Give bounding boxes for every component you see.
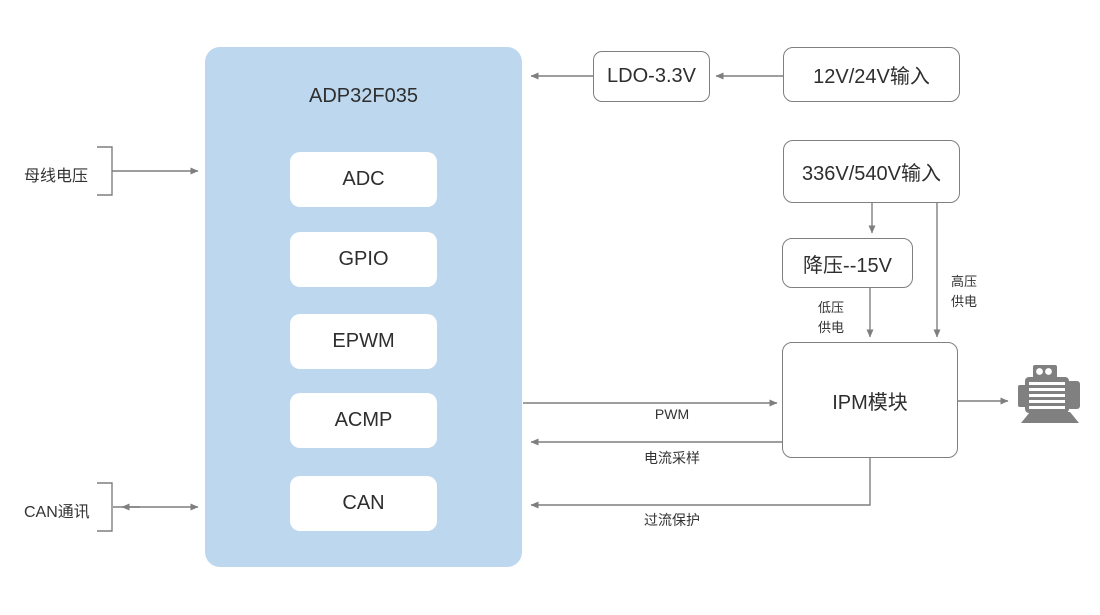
bracket-can-comm	[97, 482, 113, 532]
mcu-title: ADP32F035	[309, 85, 418, 107]
label-current-sampling: 电流采样	[644, 450, 700, 466]
label-bus-voltage: 母线电压	[24, 168, 89, 185]
label-pwm: PWM	[654, 406, 690, 422]
peripheral-label: ADC	[342, 168, 385, 190]
peripheral-label: CAN	[342, 492, 385, 514]
label-lv-supply-line1: 低压	[817, 300, 844, 315]
bracket-bus-voltage	[97, 146, 113, 196]
label-hv-supply: 高压 供电	[934, 272, 994, 312]
node-buck-15v: 降压--15V	[782, 238, 913, 288]
peripheral-can: CAN	[290, 476, 437, 531]
node-label: 12V/24V输入	[813, 66, 930, 88]
peripheral-acmp: ACMP	[290, 393, 437, 448]
node-input-12v-24v: 12V/24V输入	[783, 47, 960, 102]
peripheral-label: GPIO	[338, 248, 389, 270]
peripheral-gpio: GPIO	[290, 232, 437, 287]
node-label: LDO-3.3V	[607, 65, 696, 87]
node-ldo-3v3: LDO-3.3V	[593, 51, 710, 102]
peripheral-label: EPWM	[332, 330, 395, 352]
mcu-block: ADP32F035 ADC GPIO EPWM ACMP CAN	[205, 47, 522, 567]
peripheral-adc: ADC	[290, 152, 437, 207]
peripheral-label: ACMP	[334, 409, 393, 431]
node-label: 336V/540V输入	[802, 163, 941, 185]
node-ipm-module: IPM模块	[782, 342, 958, 458]
motor-icon	[1018, 365, 1080, 423]
peripheral-epwm: EPWM	[290, 314, 437, 369]
node-label: 降压--15V	[803, 254, 892, 277]
node-label: IPM模块	[832, 391, 908, 414]
label-hv-supply-line1: 高压	[950, 274, 977, 289]
label-lv-supply: 低压 供电	[801, 298, 861, 338]
label-hv-supply-line2: 供电	[950, 294, 977, 309]
label-can-comm: CAN通讯	[24, 504, 90, 521]
label-overcurrent-protection: 过流保护	[644, 512, 700, 528]
node-input-336v-540v: 336V/540V输入	[783, 140, 960, 203]
label-lv-supply-line2: 供电	[817, 320, 844, 335]
